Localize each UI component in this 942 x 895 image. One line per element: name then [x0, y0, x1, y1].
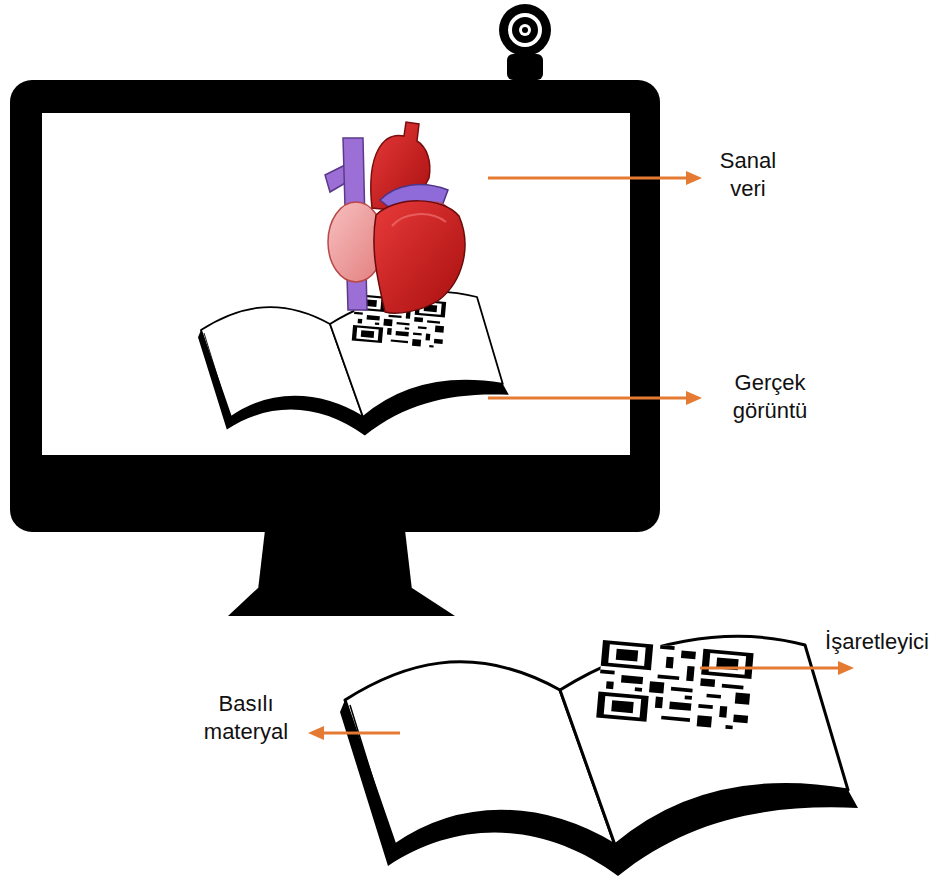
screen-book [198, 292, 509, 436]
monitor [10, 80, 660, 616]
leader-arrows [308, 171, 854, 740]
callout-label: Sanal veri [708, 147, 788, 203]
callout-label: İşaretleyici [812, 628, 942, 656]
callout-label: Basılı materyal [186, 690, 306, 746]
callout-label: Gerçek görüntü [712, 369, 828, 425]
heart-model [325, 122, 465, 313]
printed-book [340, 636, 858, 876]
webcam [499, 4, 551, 80]
